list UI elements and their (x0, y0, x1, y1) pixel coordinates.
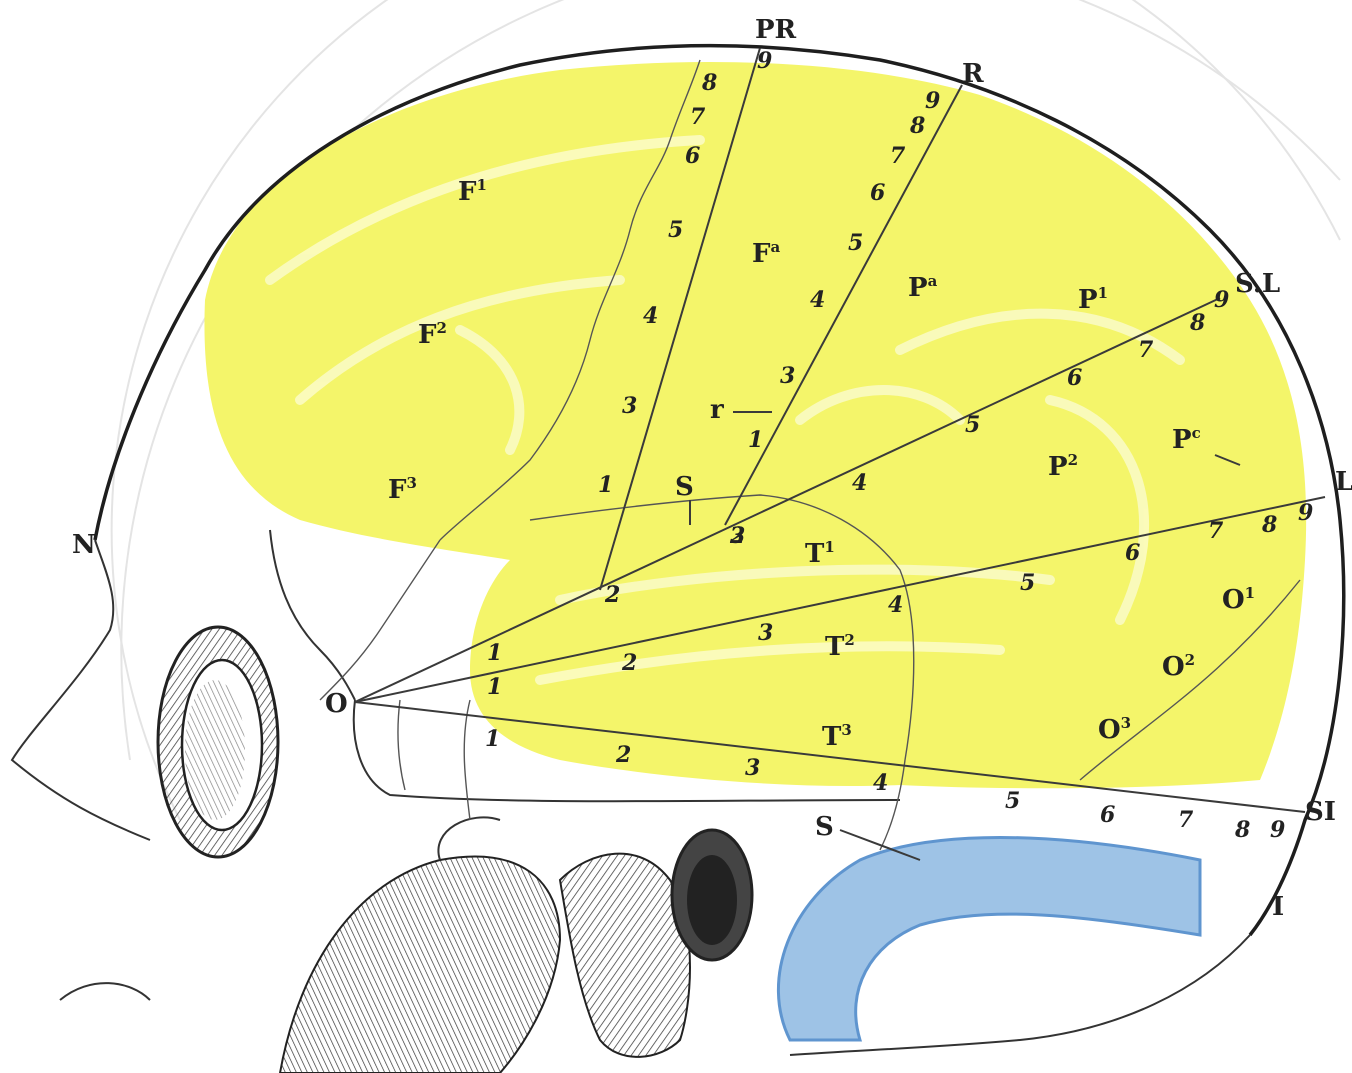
ray-si-tick-2: 2 (615, 742, 631, 768)
ray-r-tick-9: 9 (925, 88, 940, 114)
ray-pr-tick-4: 4 (643, 303, 658, 329)
ray-sl-tick-8: 8 (1189, 310, 1205, 336)
ray-sl-tick-4: 4 (852, 470, 867, 496)
ray-l-tick-6: 6 (1125, 540, 1140, 566)
ray-si-tick-4: 4 (873, 770, 888, 796)
ray-l-tick-1: 1 (487, 674, 502, 700)
ray-l-tick-2: 2 (621, 650, 637, 676)
ray-l-tick-4: 4 (888, 592, 903, 618)
ray-r-tick-6: 6 (870, 180, 885, 206)
ray-si-tick-5: 5 (1005, 788, 1020, 814)
ray-l-tick-3: 3 (758, 620, 773, 646)
ray-l-tick-8: 8 (1261, 512, 1277, 538)
region-r: r (710, 395, 724, 425)
ray-pr-tick-5: 5 (668, 217, 683, 243)
landmark-O: O (325, 689, 348, 719)
ray-l-tick-5: 5 (1020, 570, 1035, 596)
ray-pr-tick-3: 3 (622, 393, 637, 419)
ray-pr-tick-8: 8 (701, 70, 717, 96)
landmark-N: N (72, 530, 96, 560)
landmark-I: I (1272, 892, 1284, 922)
skull-base-shading (60, 817, 752, 1073)
ray-si-tick-6: 6 (1100, 802, 1115, 828)
ray-sl-tick-7: 7 (1138, 337, 1154, 363)
ray-sl-tick-1: 1 (487, 640, 502, 666)
ray-sl-tick-9: 9 (1214, 287, 1229, 313)
landmark-PR: PR (755, 15, 797, 45)
orbit (158, 627, 278, 857)
ray-sl-tick-5: 5 (965, 412, 980, 438)
ray-si-tick-1: 1 (485, 726, 500, 752)
ray-si-tick-3: 3 (745, 755, 760, 781)
ray-si-tick-9: 9 (1270, 817, 1285, 843)
ray-l-tick-9: 9 (1298, 500, 1313, 526)
ray-sl-tick-6: 6 (1067, 365, 1082, 391)
ray-r-tick-7: 7 (890, 143, 906, 169)
ray-r-tick-3: 3 (780, 363, 795, 389)
landmark-L: L (1335, 467, 1352, 497)
landmark-SI: SI (1305, 797, 1336, 827)
ray-pr-tick-7: 7 (690, 104, 706, 130)
ray-r-tick-1: 1 (748, 427, 763, 453)
ray-r-tick-4: 4 (810, 287, 825, 313)
ray-r-tick-8: 8 (909, 113, 925, 139)
ray-pr-tick-1: 1 (598, 472, 613, 498)
landmark-S-lower: S (815, 812, 834, 842)
ray-sl-tick-3: 3 (730, 523, 745, 549)
ray-si-tick-8: 8 (1234, 817, 1250, 843)
ray-sl-tick-2: 2 (604, 582, 620, 608)
landmark-R: R (962, 59, 984, 89)
ray-pr-tick-9: 9 (757, 48, 772, 74)
landmark-S-upper: S (675, 472, 694, 502)
ray-pr-tick-6: 6 (685, 143, 700, 169)
ray-si-tick-7: 7 (1178, 807, 1194, 833)
ray-l-tick-7: 7 (1208, 518, 1224, 544)
ray-r-tick-5: 5 (848, 230, 863, 256)
landmark-SL: S.L (1235, 269, 1280, 299)
ventricle-region (778, 838, 1200, 1041)
